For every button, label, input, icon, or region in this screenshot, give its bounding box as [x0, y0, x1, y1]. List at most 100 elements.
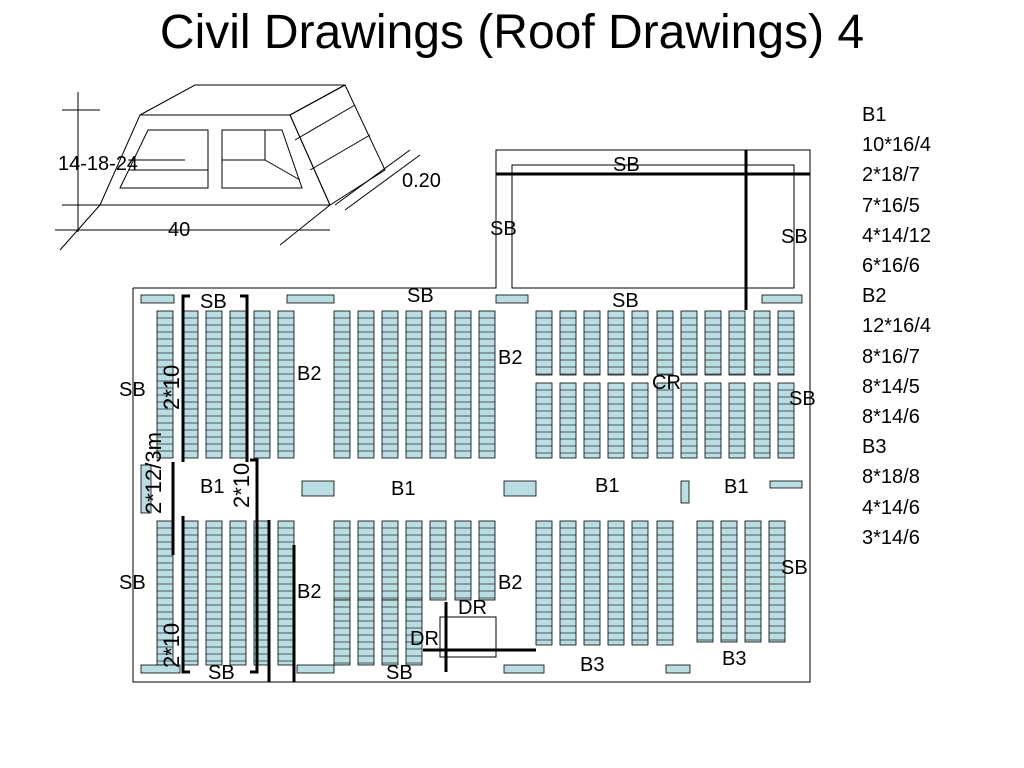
sketch-depth-label: 0.20 — [402, 170, 441, 192]
slab-strip — [405, 310, 423, 459]
beam-lines — [171, 150, 810, 682]
sb-label: SB — [119, 572, 146, 594]
dr-label: DR — [410, 628, 439, 650]
b2-label: B2 — [297, 363, 321, 385]
slab-strip — [631, 520, 649, 646]
sb-label: SB — [119, 379, 146, 401]
edge-slab — [140, 464, 152, 514]
sb-label: SB — [612, 290, 639, 312]
slab-strip — [535, 520, 553, 646]
slab-strip — [704, 310, 722, 376]
sb-label: SB — [781, 557, 808, 579]
slab-strip — [753, 310, 771, 376]
slab-strip — [768, 520, 786, 643]
sb-label: SB — [386, 662, 413, 684]
slab-strip — [631, 310, 649, 376]
sketch-width-label: 40 — [168, 219, 190, 241]
legend-entry: 3*14/6 — [862, 526, 920, 549]
slab-strip — [381, 520, 399, 601]
edge-slab — [495, 294, 529, 304]
legend-entry: 12*16/4 — [862, 315, 931, 338]
slab-strips — [140, 294, 803, 674]
beam-schedule-legend: B1 10*16/4 2*18/7 7*16/5 4*14/12 6*16/6 … — [862, 100, 931, 553]
dr-box — [439, 616, 497, 658]
slab-strip — [753, 382, 771, 459]
edge-slab — [665, 664, 691, 674]
slab-strip — [478, 520, 496, 601]
slab-strip — [607, 310, 625, 376]
b2-label: B2 — [498, 572, 522, 594]
slab-strip — [277, 310, 295, 459]
b1-label: B1 — [595, 475, 619, 497]
legend-entry: 8*16/7 — [862, 345, 920, 368]
edge-slab — [680, 480, 690, 504]
legend-entry: 8*14/6 — [862, 406, 920, 429]
slab-strip — [357, 520, 375, 601]
slab-strip — [357, 599, 375, 666]
b1-label: B1 — [724, 476, 748, 498]
sb-label: SB — [490, 218, 517, 240]
legend-entry: 2*18/7 — [862, 164, 920, 187]
slab-strip — [680, 382, 698, 459]
slab-strip — [583, 310, 601, 376]
slab-strip — [253, 310, 271, 459]
slab-strip — [583, 382, 601, 459]
edge-slab — [140, 294, 175, 304]
edge-slab — [296, 664, 335, 674]
slab-strip — [631, 382, 649, 459]
legend-entry: 6*16/6 — [862, 255, 920, 278]
slab-strip — [277, 520, 295, 666]
sb-label: SB — [789, 388, 816, 410]
edge-slab — [140, 664, 181, 674]
slab-strip — [607, 520, 625, 646]
sb-label: SB — [781, 226, 808, 248]
sb-label: SB — [200, 291, 227, 313]
beam-2x10-label: 2*10 — [229, 463, 254, 508]
legend-entry: 8*18/8 — [862, 466, 920, 489]
legend-entry: B3 — [862, 436, 887, 459]
slab-strip — [583, 520, 601, 646]
legend-entry: 4*14/6 — [862, 496, 920, 519]
slab-strip — [229, 520, 247, 666]
slab-strip — [381, 310, 399, 459]
slab-strip — [454, 520, 472, 601]
slab-strip — [205, 310, 223, 459]
slab-strip — [559, 310, 577, 376]
slab-strip — [205, 520, 223, 666]
edge-slab — [503, 480, 537, 497]
slab-strip — [381, 599, 399, 666]
page-title: Civil Drawings (Roof Drawings) 4 — [159, 6, 865, 59]
b2-label: B2 — [297, 581, 321, 603]
slab-strip — [728, 382, 746, 459]
slab-strip — [744, 520, 762, 643]
edge-slab — [503, 664, 545, 674]
edge-slab — [769, 480, 803, 489]
slab-strip — [777, 310, 795, 376]
slab-strip — [229, 310, 247, 459]
slab-strip — [429, 310, 447, 459]
slab-strip — [333, 310, 351, 459]
legend-entry: 8*14/5 — [862, 375, 920, 398]
slab-strip — [405, 520, 423, 601]
dr-label: DR — [458, 597, 487, 619]
legend-entry: B2 — [862, 285, 887, 308]
slab-strip — [357, 310, 375, 459]
slab-strip — [728, 310, 746, 376]
slab-strip — [478, 310, 496, 459]
edge-slab — [301, 480, 335, 497]
edge-slab — [286, 294, 335, 304]
slab-strip — [156, 310, 174, 459]
slab-strip — [656, 310, 674, 376]
b1-label: B1 — [391, 478, 415, 500]
slab-strip — [333, 599, 351, 666]
slab-strip — [607, 382, 625, 459]
legend-entry: 7*16/5 — [862, 194, 920, 217]
slab-strip — [696, 520, 714, 643]
sb-label: SB — [208, 662, 235, 684]
slab-strip — [656, 382, 674, 459]
b3-label: B3 — [580, 654, 604, 676]
beam-2x10-label: 2*10 — [159, 365, 184, 410]
sb-label: SB — [613, 154, 640, 176]
slab-strip — [333, 520, 351, 601]
